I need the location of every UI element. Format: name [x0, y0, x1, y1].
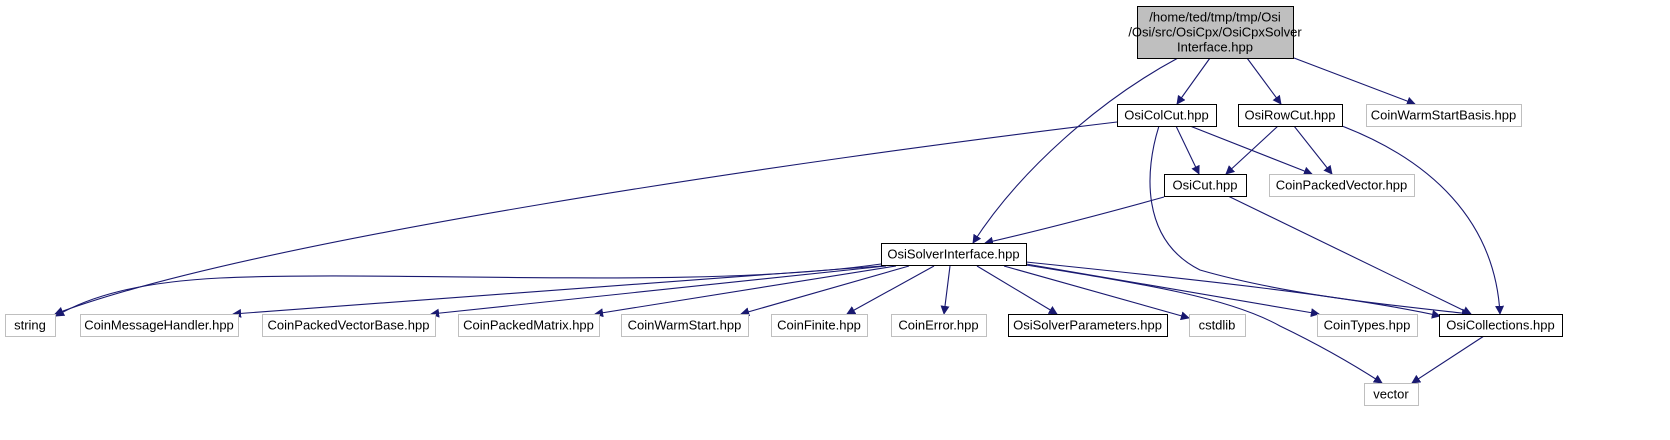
edge-root-to-osirowcut: [1246, 57, 1282, 105]
node-label-coinwarmstart: CoinWarmStart.hpp: [628, 318, 742, 333]
node-coinwarmstartbasis: CoinWarmStartBasis.hpp: [1366, 104, 1522, 127]
node-label-coinerror: CoinError.hpp: [898, 318, 978, 333]
node-string: string: [5, 314, 56, 337]
node-label-osisolverinterface: OsiSolverInterface.hpp: [887, 247, 1019, 262]
node-label-root-line-1: /home/ted/tmp/tmp/Osi: [1149, 10, 1281, 25]
node-osisolverinterface[interactable]: OsiSolverInterface.hpp: [881, 243, 1027, 266]
node-box-string: [5, 314, 56, 337]
edge-osirowcut-to-osicollections: [1341, 125, 1505, 315]
node-coinfinite: CoinFinite.hpp: [771, 314, 868, 337]
node-osicollections[interactable]: OsiCollections.hpp: [1439, 314, 1563, 337]
node-label-cstdlib: cstdlib: [1199, 318, 1236, 333]
edge-osisolverinterface-to-vector: [1025, 264, 1383, 384]
node-box-osisolverparameters: [1008, 314, 1168, 337]
node-label-coinpackedvectorbase: CoinPackedVectorBase.hpp: [268, 318, 430, 333]
edge-root-to-osisolverinterface: [972, 57, 1179, 244]
node-label-coinwarmstartbasis: CoinWarmStartBasis.hpp: [1371, 108, 1516, 123]
node-osicolcut[interactable]: OsiColCut.hpp: [1117, 104, 1217, 127]
node-coinpackedvectorbase: CoinPackedVectorBase.hpp: [262, 314, 436, 337]
node-osirowcut[interactable]: OsiRowCut.hpp: [1238, 104, 1343, 127]
node-label-osicut: OsiCut.hpp: [1172, 178, 1237, 193]
node-box-coinmessagehandler: [80, 314, 239, 337]
node-box-root: [1137, 6, 1294, 59]
node-label-osicolcut: OsiColCut.hpp: [1124, 108, 1209, 123]
edge-osisolverinterface-to-string: [55, 263, 882, 317]
node-label-vector: vector: [1373, 387, 1409, 402]
node-coinmessagehandler: CoinMessageHandler.hpp: [80, 314, 239, 337]
edge-osisolverinterface-to-cstdlib: [1003, 265, 1190, 321]
node-osicut[interactable]: OsiCut.hpp: [1164, 174, 1247, 197]
edge-osisolverinterface-to-cointypes: [1025, 263, 1320, 318]
node-label-coinpackedmatrix: CoinPackedMatrix.hpp: [463, 318, 594, 333]
node-label-coinfinite: CoinFinite.hpp: [777, 318, 861, 333]
node-box-osicolcut: [1117, 104, 1217, 127]
node-label-coinmessagehandler: CoinMessageHandler.hpp: [84, 318, 234, 333]
edge-osicut-to-osicollections: [1227, 195, 1472, 315]
edge-root-to-osicolcut: [1176, 57, 1211, 105]
edge-osirowcut-to-osicut: [1225, 125, 1279, 175]
node-label-osirowcut: OsiRowCut.hpp: [1244, 108, 1335, 123]
edge-osicollections-to-vector: [1411, 335, 1485, 384]
edge-osicolcut-to-osicollections: [1149, 125, 1471, 318]
node-box-cstdlib: [1189, 314, 1246, 337]
node-label-osicollections: OsiCollections.hpp: [1446, 318, 1554, 333]
node-box-osicollections: [1439, 314, 1563, 337]
node-box-vector: [1364, 383, 1419, 406]
edge-osirowcut-to-coinpackedvector: [1293, 125, 1333, 175]
node-cstdlib: cstdlib: [1189, 314, 1246, 337]
node-coinerror: CoinError.hpp: [891, 314, 987, 337]
node-label-root-line-3: Interface.hpp: [1177, 40, 1253, 55]
node-label-string: string: [14, 318, 46, 333]
node-vector: vector: [1364, 383, 1419, 406]
edge-root-to-coinwarmstartbasis: [1293, 57, 1416, 106]
edge-osicut-to-osisolverinterface: [984, 196, 1165, 246]
node-coinpackedvector: CoinPackedVector.hpp: [1269, 174, 1415, 197]
node-coinwarmstart: CoinWarmStart.hpp: [621, 314, 749, 337]
node-box-osisolverinterface: [881, 243, 1027, 266]
node-label-coinpackedvector: CoinPackedVector.hpp: [1276, 178, 1408, 193]
edge-layer: [54, 57, 1505, 384]
node-coinpackedmatrix: CoinPackedMatrix.hpp: [458, 314, 600, 337]
node-label-osisolverparameters: OsiSolverParameters.hpp: [1013, 318, 1162, 333]
node-label-cointypes: CoinTypes.hpp: [1324, 318, 1411, 333]
node-box-osicut: [1164, 174, 1247, 197]
node-box-cointypes: [1317, 314, 1418, 337]
node-label-root-line-2: /Osi/src/OsiCpx/OsiCpxSolver: [1128, 25, 1302, 40]
edge-osicolcut-to-string: [54, 121, 1118, 316]
node-box-coinwarmstartbasis: [1366, 104, 1522, 127]
edge-osisolverinterface-to-osisolverparameters: [976, 265, 1058, 315]
edge-osisolverinterface-to-coinpackedmatrix: [594, 265, 897, 318]
edge-osicolcut-to-osicut: [1175, 125, 1200, 175]
node-box-osirowcut: [1238, 104, 1343, 127]
node-root[interactable]: /home/ted/tmp/tmp/Osi/Osi/src/OsiCpx/Osi…: [1128, 6, 1302, 59]
edge-osisolverinterface-to-osicollections: [1025, 261, 1441, 319]
node-cointypes: CoinTypes.hpp: [1317, 314, 1418, 337]
edge-osisolverinterface-to-coinfinite: [846, 265, 935, 315]
node-box-coinerror: [891, 314, 987, 337]
node-box-coinfinite: [771, 314, 868, 337]
node-box-coinpackedvector: [1269, 174, 1415, 197]
node-layer: /home/ted/tmp/tmp/Osi/Osi/src/OsiCpx/Osi…: [5, 6, 1563, 406]
edge-osisolverinterface-to-coinmessagehandler: [232, 265, 883, 318]
edge-osisolverinterface-to-coinwarmstart: [740, 265, 910, 317]
node-box-coinpackedvectorbase: [262, 314, 436, 337]
edge-osisolverinterface-to-coinpackedvectorbase: [430, 265, 887, 318]
node-box-coinpackedmatrix: [458, 314, 600, 337]
node-osisolverparameters[interactable]: OsiSolverParameters.hpp: [1008, 314, 1168, 337]
node-box-coinwarmstart: [621, 314, 749, 337]
edge-osicolcut-to-coinpackedvector: [1189, 125, 1313, 176]
edge-osisolverinterface-to-coinerror: [940, 265, 951, 315]
